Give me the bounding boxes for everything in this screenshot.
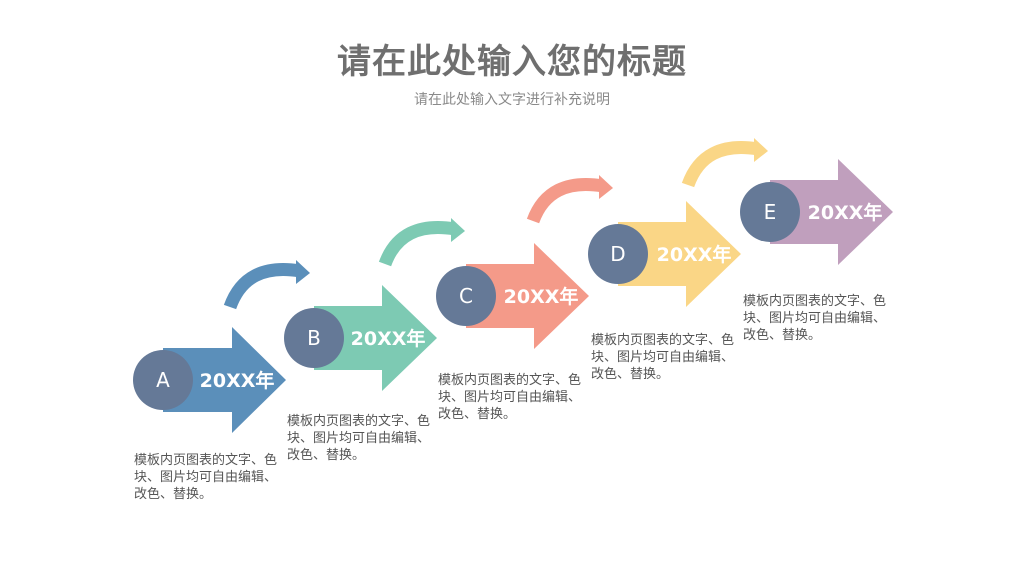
step-b-description: 模板内页图表的文字、色块、图片均可自由编辑、改色、替换。 — [287, 414, 431, 463]
curve-arrow-c — [526, 175, 613, 224]
step-b-year: 20XX年 — [351, 327, 426, 350]
step-a-letter: A — [156, 368, 170, 392]
step-b-circle — [284, 308, 344, 368]
curve-arrow-b — [378, 218, 465, 267]
step-c-circle — [436, 266, 496, 326]
step-c: C 20XX年 — [436, 243, 589, 349]
step-d-description: 模板内页图表的文字、色块、图片均可自由编辑、改色、替换。 — [591, 333, 735, 382]
step-a-year: 20XX年 — [200, 369, 275, 392]
step-e-letter: E — [764, 200, 777, 224]
step-d-arrow — [618, 201, 741, 307]
step-b-arrow — [314, 285, 437, 391]
step-e-arrow — [770, 159, 893, 265]
step-a: A 20XX年 — [133, 327, 286, 433]
step-e-description: 模板内页图表的文字、色块、图片均可自由编辑、改色、替换。 — [743, 294, 887, 343]
step-e-year: 20XX年 — [808, 201, 883, 224]
step-b: B 20XX年 — [284, 285, 437, 391]
page-title: 请在此处输入您的标题 — [337, 42, 687, 82]
step-b-letter: B — [307, 326, 321, 350]
step-e: E 20XX年 — [740, 159, 893, 265]
curve-arrow-d — [681, 138, 768, 188]
step-d-year: 20XX年 — [657, 243, 732, 266]
curve-arrow-a — [223, 260, 310, 310]
step-a-arrow — [163, 327, 286, 433]
step-a-circle — [133, 350, 193, 410]
step-d-letter: D — [610, 242, 625, 266]
page-subtitle: 请在此处输入文字进行补充说明 — [414, 92, 610, 108]
step-d-circle — [588, 224, 648, 284]
step-c-description: 模板内页图表的文字、色块、图片均可自由编辑、改色、替换。 — [438, 373, 582, 422]
step-c-letter: C — [459, 284, 473, 308]
step-a-description: 模板内页图表的文字、色块、图片均可自由编辑、改色、替换。 — [134, 453, 278, 502]
step-c-year: 20XX年 — [504, 285, 579, 308]
step-c-arrow — [466, 243, 589, 349]
step-d: D 20XX年 — [588, 201, 741, 307]
step-e-circle — [740, 182, 800, 242]
